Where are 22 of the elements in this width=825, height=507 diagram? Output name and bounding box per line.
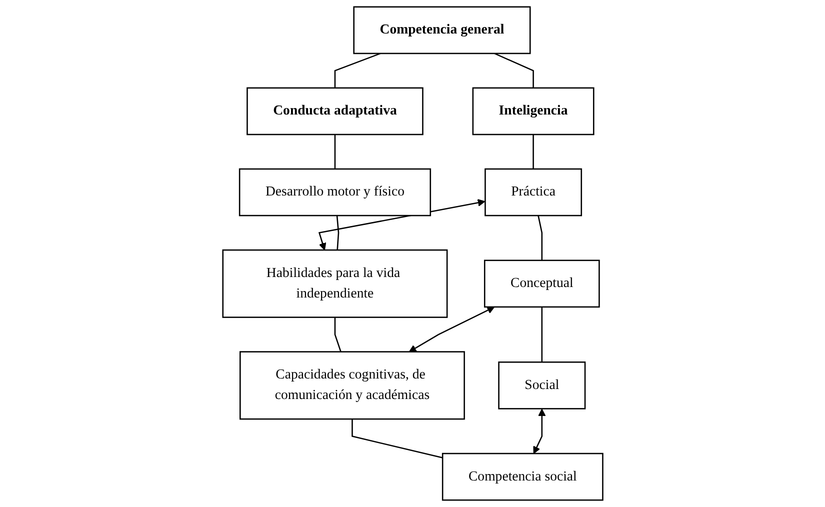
connector [351,419,442,458]
connector [494,52,534,88]
connector [537,215,542,260]
node-box: Conceptual [484,260,600,308]
node-box: Social [498,361,586,410]
node-box: Competencia general [352,6,530,54]
connector [336,216,339,250]
node-box: Desarrollo motor y físico [238,168,431,216]
node-box: Capacidades cognitivas, de comunicación y académicas [239,351,465,420]
connector [334,52,380,88]
node-box: Conducta adaptativa [246,87,424,136]
arrow [408,306,494,352]
connector [334,317,342,352]
connector [334,134,336,169]
node-box: Inteligencia [472,87,594,136]
node-box: Práctica [484,168,582,216]
arrow [532,408,546,454]
node-box: Competencia social [442,452,604,501]
arrow [318,199,485,250]
node-box: Habilidades para la vida independiente [222,249,448,318]
connector [532,134,534,169]
connector [540,306,542,362]
